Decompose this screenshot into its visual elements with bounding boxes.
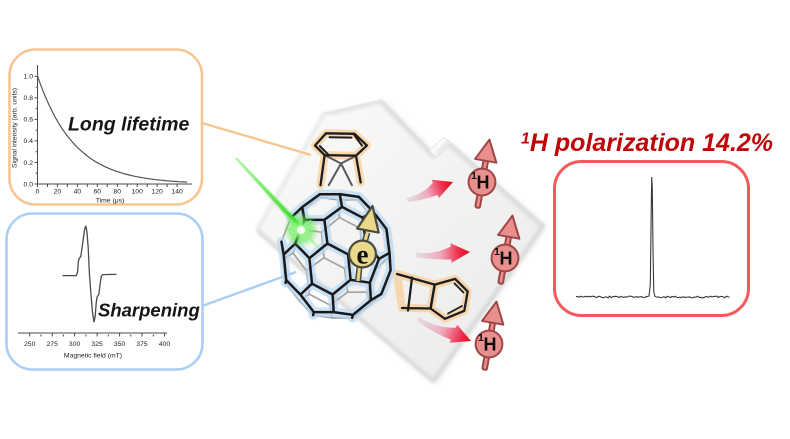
svg-text:Magnetic field (mT): Magnetic field (mT): [64, 353, 122, 360]
svg-text:275: 275: [47, 341, 59, 348]
svg-text:1: 1: [478, 332, 484, 344]
svg-text:100: 100: [132, 189, 144, 196]
svg-text:120: 120: [151, 189, 163, 196]
svg-text:H: H: [477, 173, 490, 193]
svg-text:1H polarization 14.2%: 1H polarization 14.2%: [521, 129, 773, 157]
svg-text:Sharpening: Sharpening: [98, 300, 200, 321]
svg-text:H: H: [484, 335, 497, 355]
svg-text:250: 250: [24, 341, 36, 348]
svg-text:60: 60: [94, 189, 102, 196]
svg-text:H: H: [500, 249, 513, 269]
svg-text:1.0: 1.0: [24, 74, 34, 81]
svg-text:0: 0: [36, 189, 40, 196]
svg-text:0.8: 0.8: [24, 95, 34, 102]
svg-text:Long lifetime: Long lifetime: [68, 114, 189, 136]
svg-text:1: 1: [494, 246, 500, 258]
svg-text:325: 325: [91, 341, 103, 348]
svg-text:Signal intensity (arb. units): Signal intensity (arb. units): [12, 88, 19, 168]
svg-text:80: 80: [114, 189, 122, 196]
svg-text:350: 350: [114, 341, 126, 348]
svg-text:0.0: 0.0: [24, 181, 34, 188]
svg-text:40: 40: [74, 189, 82, 196]
svg-text:400: 400: [159, 341, 171, 348]
svg-text:1: 1: [471, 170, 477, 182]
svg-text:Time (μs): Time (μs): [96, 198, 125, 205]
svg-text:20: 20: [54, 189, 62, 196]
svg-text:300: 300: [69, 341, 81, 348]
svg-text:140: 140: [171, 189, 183, 196]
svg-text:e: e: [357, 240, 369, 270]
svg-text:0.2: 0.2: [24, 160, 34, 167]
svg-text:0.4: 0.4: [24, 138, 34, 145]
svg-text:375: 375: [136, 341, 148, 348]
svg-text:0.6: 0.6: [24, 117, 34, 124]
